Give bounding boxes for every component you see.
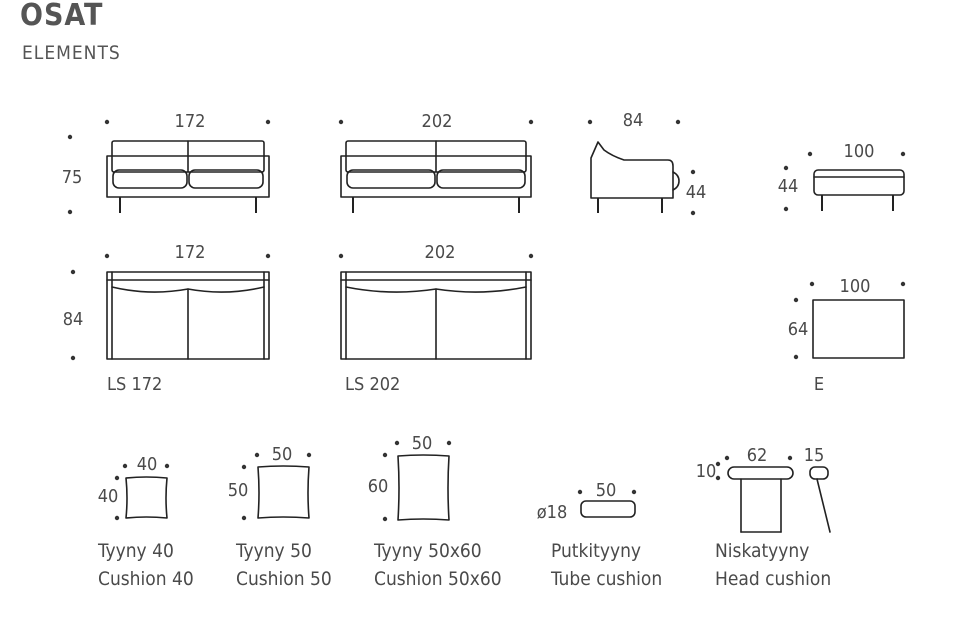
ls-172-width-label: 172 — [175, 242, 206, 263]
cushion-50-fi-label: Tyyny 50 — [235, 540, 312, 562]
cushion-50-height-label: 50 — [228, 480, 249, 501]
cushion-5060-height-label: 60 — [368, 476, 389, 497]
page-subtitle: ELEMENTS — [22, 42, 121, 64]
sofa-172-width-label: 172 — [175, 111, 206, 132]
ls-172-top[interactable]: 172 84 LS 172 — [63, 242, 271, 395]
ottoman-height-label: 44 — [778, 176, 799, 197]
armchair-side[interactable]: 84 44 — [587, 110, 707, 216]
tube-diameter-label: ø18 — [537, 502, 568, 523]
tube-length-label: 50 — [596, 480, 617, 501]
e-top[interactable]: 100 64 E — [788, 276, 906, 395]
armchair-depth-label: 84 — [623, 110, 644, 131]
ls-172-label: LS 172 — [107, 374, 162, 395]
cushion-5060-width-label: 50 — [412, 433, 433, 454]
e-label: E — [814, 374, 824, 395]
page-title: OSAT — [20, 0, 104, 33]
ls-202-top[interactable]: 202 LS 202 — [338, 242, 534, 395]
sofa-202-width-label: 202 — [422, 111, 453, 132]
cushion-50[interactable]: 50 50 Tyyny 50 Cushion 50 — [228, 444, 332, 590]
e-width-label: 100 — [840, 276, 871, 297]
ls-202-width-label: 202 — [425, 242, 456, 263]
head-en-label: Head cushion — [715, 568, 831, 590]
armchair-height-label: 44 — [686, 182, 707, 203]
e-depth-label: 64 — [788, 319, 809, 340]
head-depth-label: 15 — [804, 445, 825, 466]
tube-fi-label: Putkityyny — [551, 540, 641, 562]
ls-202-label: LS 202 — [345, 374, 400, 395]
cushion-40-height-label: 40 — [98, 486, 119, 507]
cushion-50x60[interactable]: 50 60 Tyyny 50x60 Cushion 50x60 — [368, 433, 502, 590]
cushion-50-en-label: Cushion 50 — [236, 568, 332, 590]
cushion-40-fi-label: Tyyny 40 — [97, 540, 174, 562]
sofa-202-front[interactable]: 202 — [338, 111, 534, 213]
sofa-172-height-label: 75 — [62, 167, 83, 188]
cushion-5060-fi-label: Tyyny 50x60 — [373, 540, 482, 562]
tube-cushion[interactable]: 50 ø18 Putkityyny Tube cushion — [537, 480, 662, 590]
tube-en-label: Tube cushion — [550, 568, 662, 590]
ottoman-front[interactable]: 100 44 — [778, 141, 906, 212]
head-cushion[interactable]: 62 10 15 Niskatyyny Head cushion — [696, 445, 831, 590]
cushion-40-en-label: Cushion 40 — [98, 568, 194, 590]
ottoman-width-label: 100 — [844, 141, 875, 162]
head-width-label: 62 — [747, 445, 768, 466]
cushion-5060-en-label: Cushion 50x60 — [374, 568, 502, 590]
cushion-40[interactable]: 40 40 Tyyny 40 Cushion 40 — [97, 454, 194, 590]
ls-172-depth-label: 84 — [63, 309, 84, 330]
head-fi-label: Niskatyyny — [715, 540, 809, 562]
head-height-label: 10 — [696, 461, 717, 482]
cushion-50-width-label: 50 — [272, 444, 293, 465]
sofa-172-front[interactable]: 172 75 — [62, 111, 271, 215]
cushion-40-width-label: 40 — [137, 454, 158, 475]
